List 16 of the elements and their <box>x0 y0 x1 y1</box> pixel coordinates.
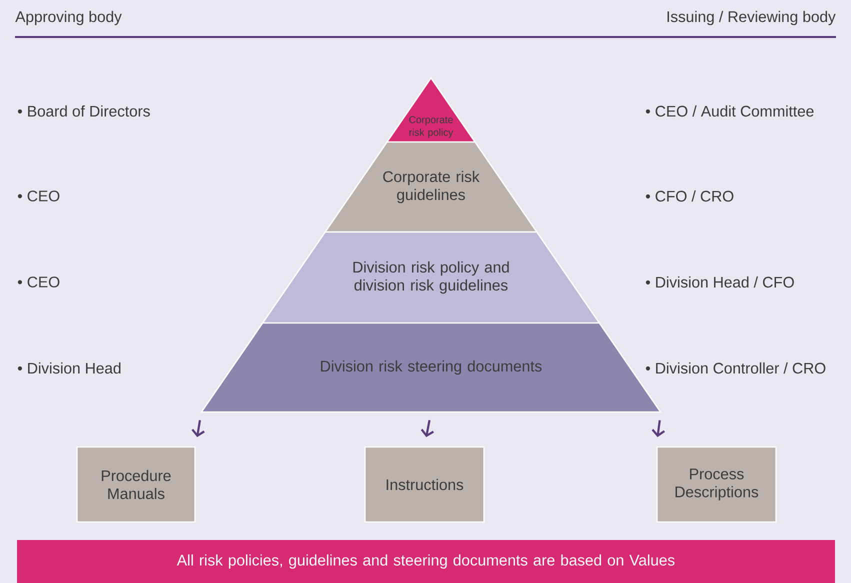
document-box: Instructions <box>364 446 485 523</box>
values-banner: All risk policies, guidelines and steering documents are based on Values <box>17 540 835 583</box>
approver-label: • CEO <box>18 190 60 202</box>
issuer-label: • CEO / Audit Committee <box>646 105 814 117</box>
document-box: Procedure Manuals <box>76 446 196 523</box>
approver-label: • Board of Directors <box>18 105 150 117</box>
issuer-label: • Division Head / CFO <box>646 276 794 288</box>
column-heading: Issuing / Reviewing body <box>668 10 836 26</box>
column-heading: Approving body <box>15 10 122 26</box>
arrow <box>192 420 205 438</box>
arrow <box>652 420 665 438</box>
document-box: Process Descriptions <box>656 446 777 523</box>
approver-label: • CEO <box>18 276 60 288</box>
approver-label: • Division Head <box>18 362 120 374</box>
arrow <box>420 420 434 438</box>
issuer-label: • CFO / CRO <box>646 190 734 202</box>
